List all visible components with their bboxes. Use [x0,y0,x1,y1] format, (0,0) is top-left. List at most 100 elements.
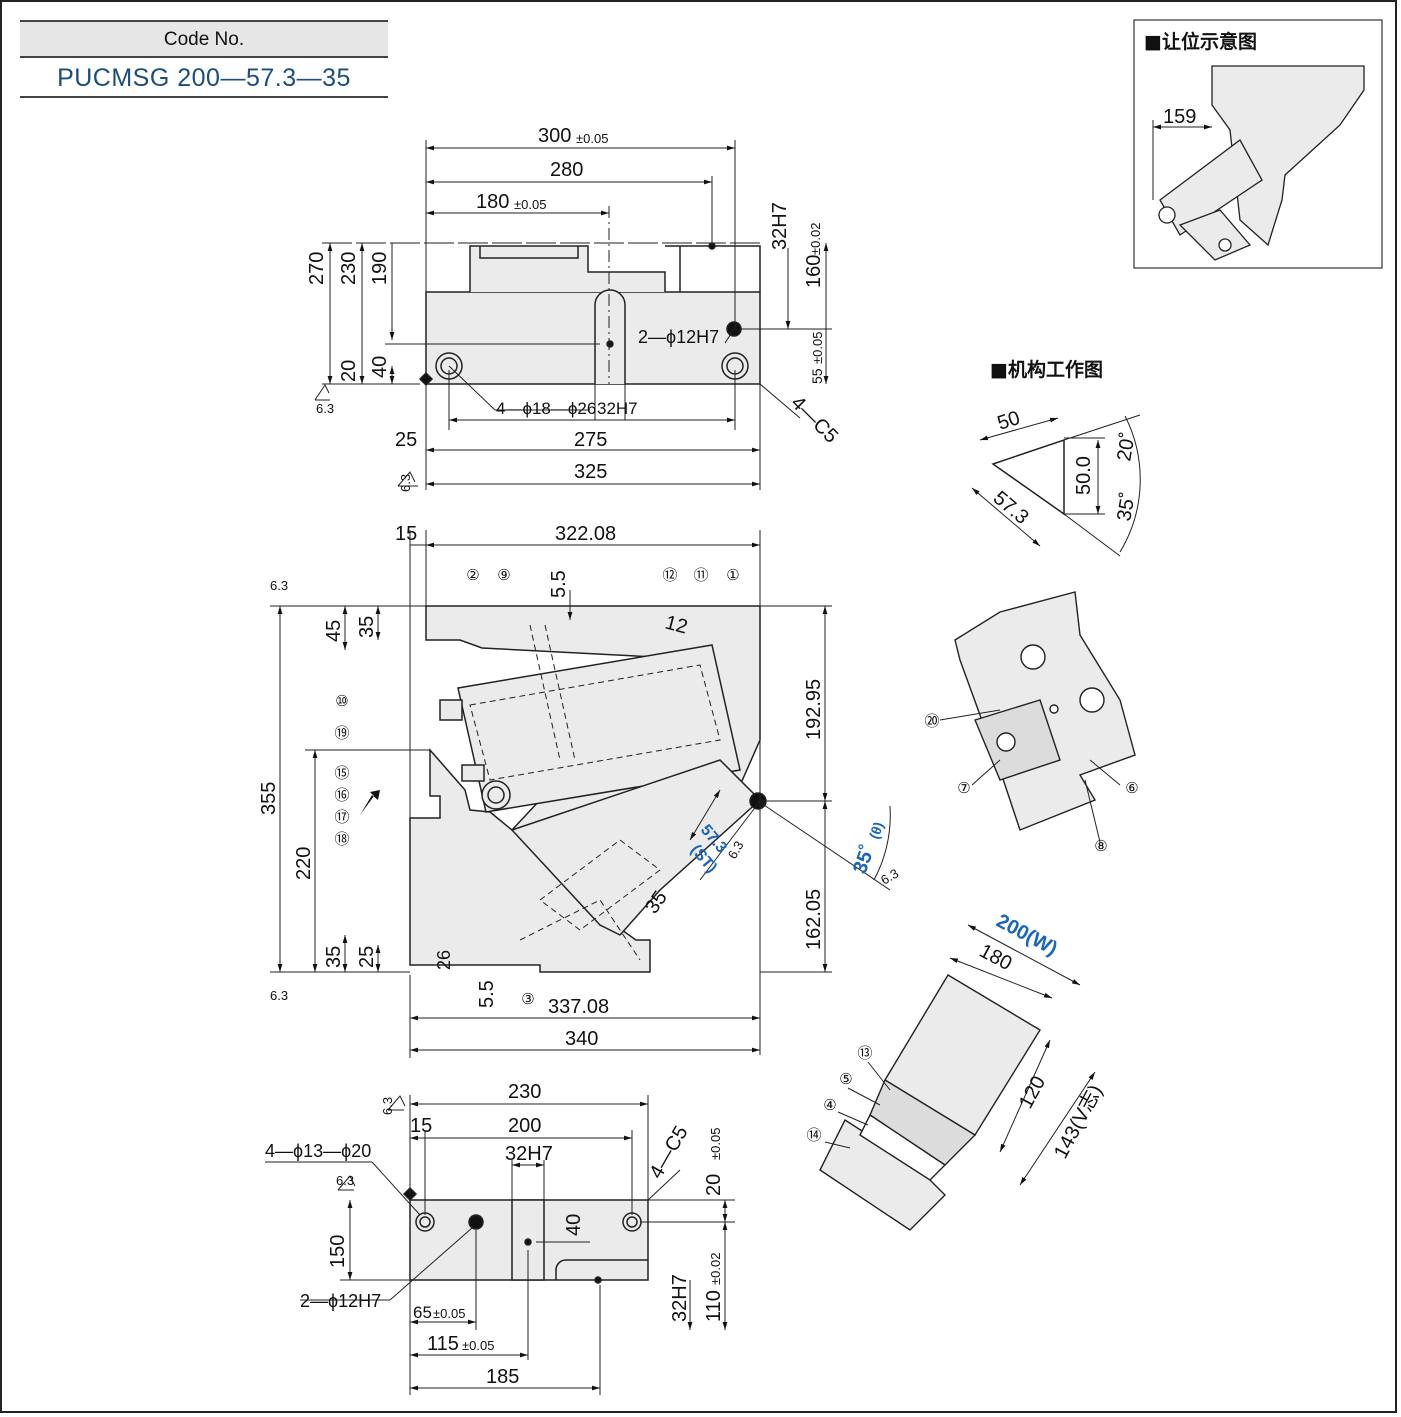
pin-center [606,340,614,348]
callout-14: ⑭ [806,1127,821,1144]
dim-280: 280 [550,159,583,181]
rough-b2: 6.3 [336,1173,354,1188]
dim-b230: 230 [508,1081,541,1103]
label-pin: 2—ϕ12H7 [638,327,719,347]
dim-337: 337.08 [548,996,609,1018]
label-b-pin: 2—ϕ12H7 [300,1291,381,1311]
callout-7: ⑦ [957,780,970,797]
dim-iso-180: 180 [976,940,1016,975]
datum-mark [418,371,434,387]
callout-16: ⑯ [334,787,349,804]
mechanism-title: ■机构工作图 [990,358,1103,381]
callout-6: ⑥ [1125,780,1138,797]
dim-162: 162.05 [803,889,825,950]
dim-b150: 150 [327,1235,349,1268]
top-view [314,140,832,490]
code-label: Code No. [20,20,388,58]
code-value: PUCMSG 200—57.3—35 [20,58,388,98]
rough-2: 6.3 [398,474,413,492]
callout-13: ⑬ [857,1045,872,1062]
top-dims [314,140,832,490]
bottom-view [265,1095,735,1395]
dim-b185: 185 [486,1366,519,1388]
dim-340: 340 [565,1028,598,1050]
tol-b20: ±0.05 [708,1128,723,1160]
dim-40: 40 [369,356,391,378]
front-dims [270,530,891,1058]
dim-b32h7-v: 32H7 [669,1274,691,1322]
tol-b110: ±0.02 [708,1253,723,1285]
dim-159: 159 [1163,106,1196,128]
dim-b40: 40 [563,1214,585,1236]
top-boss [469,245,666,292]
callout-2: ② [466,567,479,584]
label-holes: 4—ϕ18—ϕ26 [496,399,596,418]
hole-b2-inner [626,1216,638,1228]
dim-160: 160 [803,255,825,288]
dim-5-5b: 5.5 [476,980,498,1008]
dim-180: 180 [476,191,509,213]
dim-b15: 15 [410,1115,432,1137]
rough-3: 6.3 [270,578,288,593]
callout-8: ⑧ [1094,838,1107,855]
dim-b200: 200 [508,1115,541,1137]
dim-5-5: 5.5 [548,570,570,598]
label-b-chamfer: 4—C5 [645,1122,692,1182]
dim-325: 325 [574,461,607,483]
callout-19: ⑲ [334,725,349,742]
label-b-holes: 4—ϕ13—ϕ20 [265,1141,371,1161]
dim-15: 15 [395,523,417,545]
dim-192: 192.95 [803,679,825,740]
dowel-b [468,1214,484,1230]
dim-220: 220 [293,847,315,880]
pin-b2 [594,1276,602,1284]
hole-b1-inner [419,1216,431,1228]
block-19 [461,764,485,782]
dim-b32h7: 32H7 [505,1143,553,1165]
dim-iso-143: 143(V志) [1049,1081,1107,1162]
callout-18: ⑱ [334,831,349,848]
callout-20: ⑳ [924,713,939,730]
rough-1: 6.3 [316,401,334,416]
rough-b1: 6.3 [380,1097,395,1115]
roller-inner [487,786,505,804]
dim-355: 355 [258,782,280,815]
callout-10: ⑩ [335,693,348,710]
mechanism-diagram: ■机构工作图 50 50.0 57.3 20˚ 35˚ [971,358,1141,557]
dim-26: 26 [434,950,454,970]
block-10 [439,699,463,721]
callout-5: ⑤ [839,1071,852,1088]
dim-m50-0: 50.0 [1073,456,1095,495]
dim-275: 275 [574,429,607,451]
dim-25: 25 [395,429,417,451]
dim-230: 230 [338,252,360,285]
dim-m57-3: 57.3 [989,487,1033,529]
dim-b115: 115 [427,1333,459,1355]
front-view [270,530,891,1058]
callout-4: ④ [823,1097,836,1114]
dim-angle-label: (θ) [866,820,887,841]
dim-m50: 50 [995,407,1023,435]
tol-b115: ±0.05 [462,1338,494,1353]
top-slot [665,245,761,292]
dim-322: 322.08 [555,523,616,545]
dim-55: 55 [809,368,825,384]
dim-m35: 35˚ [1113,491,1140,523]
tol-55: ±0.05 [810,332,825,364]
callout-15: ⑮ [334,765,349,782]
dim-25b: 25 [356,946,378,968]
callout-3: ③ [521,991,534,1008]
dim-20: 20 [338,360,360,382]
label-chamfer: 4—C5 [786,392,842,448]
hidden-lines [469,624,721,961]
dim-35b: 35 [323,946,345,968]
iso-view: 200(W) 180 120 143(V志) ⑬ ⑤ ④ ⑭ [806,910,1107,1231]
dim-m20: 20˚ [1113,431,1140,463]
dim-190: 190 [369,252,391,285]
code-box: Code No. PUCMSG 200—57.3—35 [20,20,388,98]
clearance-title: ■让位示意图 [1144,30,1257,53]
rough-4: 6.3 [270,988,288,1003]
top-keyway [594,289,626,384]
